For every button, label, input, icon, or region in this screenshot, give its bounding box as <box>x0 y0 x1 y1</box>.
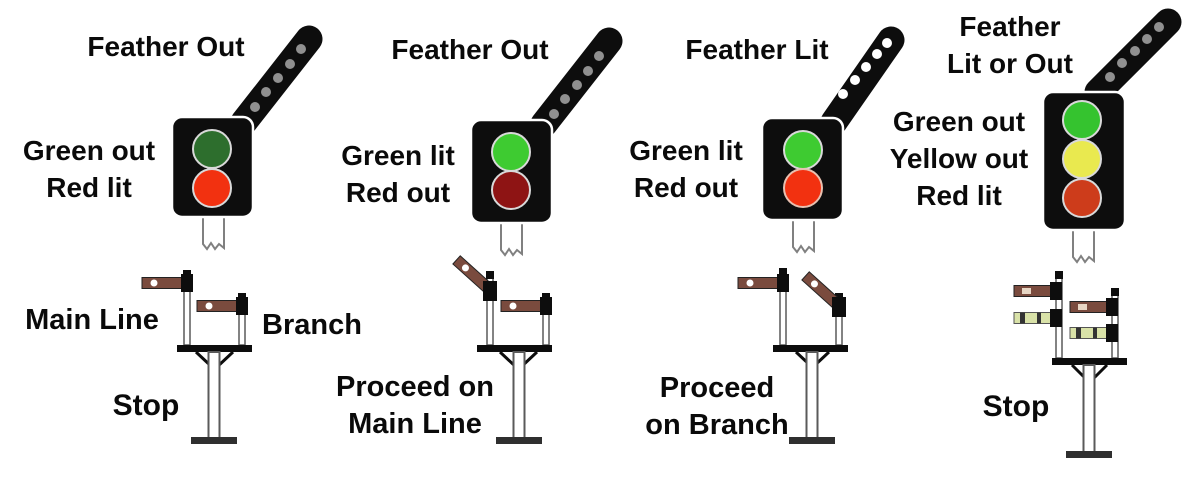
meaning-line: Proceed on <box>336 371 494 403</box>
signal-post-stub <box>202 216 225 251</box>
meaning-line: Proceed <box>659 372 775 404</box>
red-lamp <box>491 170 531 210</box>
right-doll-finial <box>1111 288 1119 296</box>
colour-light-signal-1 <box>170 25 323 251</box>
feather-caption-3: Feather Lit <box>685 34 829 65</box>
feather-caption-1: Feather Out <box>87 31 245 62</box>
signal-post-stub <box>500 222 523 257</box>
yellow-lamp <box>1062 139 1102 179</box>
bracket-platform <box>1052 358 1127 365</box>
branch-arm <box>500 297 552 315</box>
feather-caption-line: Feather <box>959 11 1061 42</box>
left-home-arm <box>1013 282 1062 300</box>
post-base <box>1066 451 1112 458</box>
left-doll-finial <box>486 271 494 279</box>
post-base <box>496 437 542 444</box>
meaning-line: on Branch <box>645 409 789 441</box>
main-line-arm <box>737 274 789 292</box>
lamp-caption-2: Green lit Red out <box>313 137 483 211</box>
red-lamp <box>1062 178 1102 218</box>
feather-lamp-dots <box>1105 22 1164 82</box>
meaning-caption-2: Proceed on Main Line <box>315 369 515 443</box>
main-post <box>207 351 221 439</box>
semaphore-bracket-signal-1 <box>141 270 252 444</box>
post-base <box>191 437 237 444</box>
right-distant-arm <box>1069 324 1118 342</box>
lamp-caption-3: Green lit Red out <box>601 132 771 206</box>
arm-pivot-mechanism <box>832 297 846 317</box>
lamp-caption-1: Green out Red lit <box>4 132 174 206</box>
feather-caption-2: Feather Out <box>391 34 549 65</box>
lamp-caption-line: Red out <box>633 172 739 203</box>
post-base <box>789 437 835 444</box>
feather-lamp-dots <box>549 51 604 119</box>
colour-light-signal-3 <box>760 26 905 254</box>
lamp-caption-line: Green lit <box>629 135 743 166</box>
main-line-arm <box>141 274 193 292</box>
left-doll-finial <box>779 268 787 276</box>
signal-post-stub <box>792 219 815 254</box>
feather-route-indicator-1 <box>230 25 323 136</box>
semaphore-bracket-signal-2 <box>452 255 552 444</box>
feather-lamp-dots <box>838 38 892 99</box>
red-lamp <box>783 168 823 208</box>
feather-caption-line: Lit or Out <box>947 48 1073 79</box>
branch-arm <box>196 297 248 315</box>
lamp-caption-line: Green out <box>22 135 156 166</box>
lamp-caption-line: Red out <box>345 177 451 208</box>
main-post <box>512 351 526 439</box>
meaning-caption-3: Proceed on Branch <box>617 370 817 444</box>
right-home-arm <box>1069 298 1118 316</box>
signal-post-stub <box>1072 229 1095 264</box>
feather-caption-4: Feather Lit or Out <box>920 8 1100 82</box>
green-lamp <box>783 130 823 170</box>
feather-lamp-dots <box>250 44 306 112</box>
bracket-platform <box>477 345 552 352</box>
green-lamp <box>1062 100 1102 140</box>
lamp-caption-4: Green out Yellow out Red lit <box>874 103 1044 214</box>
green-lamp <box>491 132 531 172</box>
lamp-caption-line: Red lit <box>46 172 132 203</box>
colour-light-signal-2 <box>469 27 623 257</box>
lamp-caption-line: Green out <box>892 106 1026 137</box>
meaning-caption-4: Stop <box>982 390 1050 423</box>
branch-label: Branch <box>262 309 362 341</box>
left-doll-finial <box>1055 271 1063 279</box>
semaphore-bracket-signal-4 <box>1013 271 1127 458</box>
green-lamp <box>192 129 232 169</box>
meaning-caption-1: Stop <box>112 389 180 422</box>
bracket-platform <box>177 345 252 352</box>
feather-route-indicator-4 <box>1084 8 1182 106</box>
arm-pivot-mechanism <box>483 281 497 301</box>
lamp-caption-line: Red lit <box>916 180 1002 211</box>
bracket-platform <box>773 345 848 352</box>
main-post <box>1082 364 1096 453</box>
feather-route-indicator-2 <box>530 27 623 138</box>
main-line-label: Main Line <box>25 304 159 336</box>
meaning-line: Main Line <box>348 408 482 440</box>
lamp-caption-line: Green lit <box>341 140 455 171</box>
semaphore-bracket-signal-3 <box>737 268 848 444</box>
left-distant-arm <box>1013 309 1062 327</box>
colour-light-signal-4 <box>1041 8 1182 264</box>
feather-route-indicator-3 <box>820 26 905 136</box>
lamp-caption-line: Yellow out <box>889 143 1029 174</box>
red-lamp <box>192 168 232 208</box>
